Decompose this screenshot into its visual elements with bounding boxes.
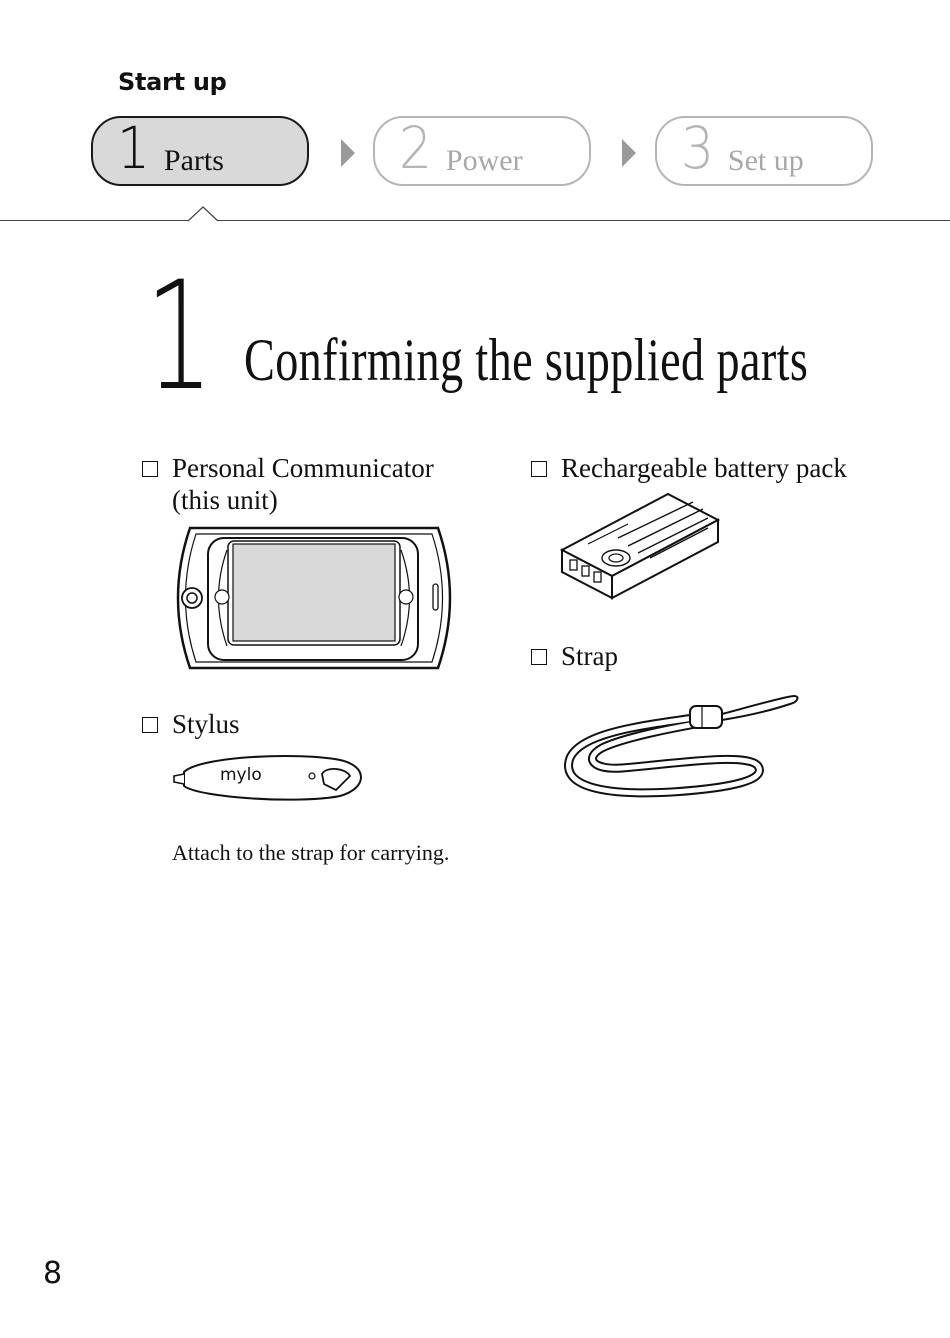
section-label: Start up	[118, 68, 227, 96]
step-arrow-icon	[341, 139, 355, 167]
step-label: Parts	[163, 144, 224, 177]
item-strap: Strap	[531, 640, 618, 672]
item-label: Strap	[561, 641, 618, 671]
header-divider	[0, 220, 950, 221]
page-number: 8	[43, 1256, 63, 1291]
item-sublabel: (this unit)	[172, 485, 278, 515]
item-battery: Rechargeable battery pack	[531, 452, 847, 484]
step-number: 1	[116, 114, 151, 182]
checkbox-icon[interactable]	[142, 717, 158, 733]
step-label: Set up	[727, 144, 804, 177]
item-label: Personal Communicator	[172, 453, 434, 483]
step-number: 3	[680, 114, 715, 182]
page-title: Confirming the supplied parts	[244, 327, 809, 393]
pointer-caret-icon	[188, 206, 218, 222]
checkbox-icon[interactable]	[142, 461, 158, 477]
step-power[interactable]: 2 Power	[373, 116, 591, 186]
item-communicator: Personal Communicator (this unit)	[142, 452, 434, 516]
step-number: 2	[398, 114, 433, 182]
item-label: Stylus	[172, 709, 240, 739]
battery-illustration	[559, 492, 721, 600]
heading-number: 1	[145, 250, 214, 424]
stylus-note: Attach to the strap for carrying.	[172, 840, 450, 865]
step-parts[interactable]: 1 Parts	[91, 116, 309, 186]
checkbox-icon[interactable]	[531, 649, 547, 665]
step-setup[interactable]: 3 Set up	[655, 116, 873, 186]
step-arrow-icon	[622, 139, 636, 167]
strap-illustration	[564, 694, 799, 798]
checkbox-icon[interactable]	[531, 461, 547, 477]
item-stylus: Stylus	[142, 708, 240, 740]
communicator-illustration	[176, 526, 452, 670]
stylus-logo: mylo	[220, 765, 262, 785]
stylus-illustration: mylo	[173, 755, 362, 801]
item-label: Rechargeable battery pack	[561, 453, 847, 483]
step-label: Power	[445, 144, 523, 177]
